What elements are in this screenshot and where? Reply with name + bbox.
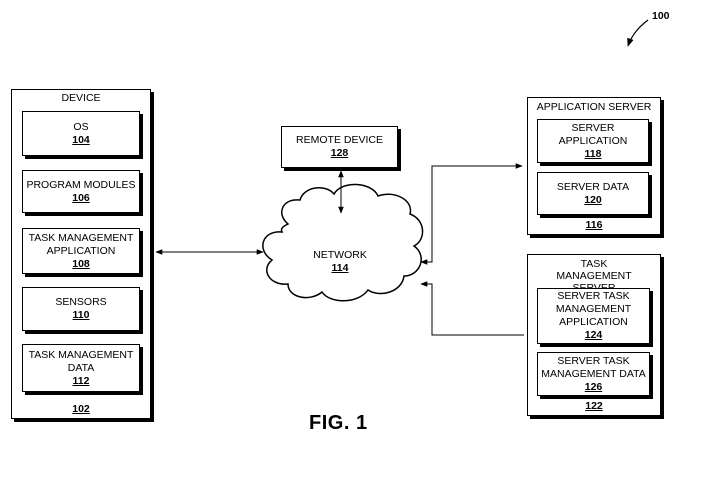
application-server-title: APPLICATION SERVER (536, 101, 652, 113)
module-label: SENSORS (55, 296, 107, 308)
server-data-module: SERVER DATA 120 (537, 172, 649, 215)
module-number: 120 (584, 193, 602, 206)
module-number: 124 (584, 329, 603, 341)
figure-label: FIG. 1 (309, 412, 368, 434)
remote-device: REMOTE DEVICE 128 (281, 126, 398, 168)
server-task-management-application-module: SERVER TASK MANAGEMENT APPLICATION 124 (537, 288, 650, 344)
application-server-container: APPLICATION SERVER SERVER APPLICATION 11… (527, 97, 661, 235)
network-number: 114 (331, 262, 349, 274)
module-number: 112 (72, 374, 90, 387)
network-appserver-link (420, 163, 523, 265)
module-label: SERVER TASK MANAGEMENT APPLICATION (555, 290, 632, 328)
module-label: SERVER TASK MANAGEMENT DATA (541, 354, 646, 380)
network-label: NETWORK (313, 249, 367, 261)
network-label-group: NETWORK 114 (300, 249, 380, 275)
module-label: SERVER APPLICATION (558, 121, 628, 147)
module-label: TASK MANAGEMENT APPLICATION (28, 231, 134, 257)
server-application-module: SERVER APPLICATION 118 (537, 119, 649, 163)
task-management-server-container: TASK MANAGEMENT SERVER SERVER TASK MANAG… (527, 254, 661, 416)
program-modules-module: PROGRAM MODULES 106 (22, 170, 140, 213)
module-label: OS (73, 120, 89, 133)
network-cloud (262, 183, 424, 302)
device-title: DEVICE (61, 92, 101, 104)
module-number: 104 (72, 133, 90, 146)
sensors-module: SENSORS 110 (22, 287, 140, 331)
module-label: SERVER DATA (556, 180, 630, 193)
module-label: TASK MANAGEMENT DATA (28, 348, 134, 374)
network-taskserver-link (420, 281, 524, 336)
module-number: 126 (584, 380, 603, 393)
module-number: 110 (72, 309, 90, 321)
task-management-data-module: TASK MANAGEMENT DATA 112 (22, 344, 140, 392)
reference-number: 100 (652, 10, 670, 22)
module-number: 106 (72, 191, 90, 204)
reference-arrow (627, 19, 649, 47)
device-number: 102 (72, 403, 90, 415)
module-number: 118 (584, 147, 602, 160)
device-container: DEVICE OS 104 PROGRAM MODULES 106 TASK M… (11, 89, 151, 419)
remote-device-label: REMOTE DEVICE (296, 134, 383, 146)
server-task-management-data-module: SERVER TASK MANAGEMENT DATA 126 (537, 352, 650, 396)
task-management-server-number: 122 (585, 400, 603, 412)
remote-device-number: 128 (330, 147, 349, 159)
application-server-number: 116 (585, 219, 603, 231)
os-module: OS 104 (22, 111, 140, 156)
module-number: 108 (72, 257, 90, 270)
task-management-application-module: TASK MANAGEMENT APPLICATION 108 (22, 228, 140, 274)
module-label: PROGRAM MODULES (26, 178, 136, 191)
